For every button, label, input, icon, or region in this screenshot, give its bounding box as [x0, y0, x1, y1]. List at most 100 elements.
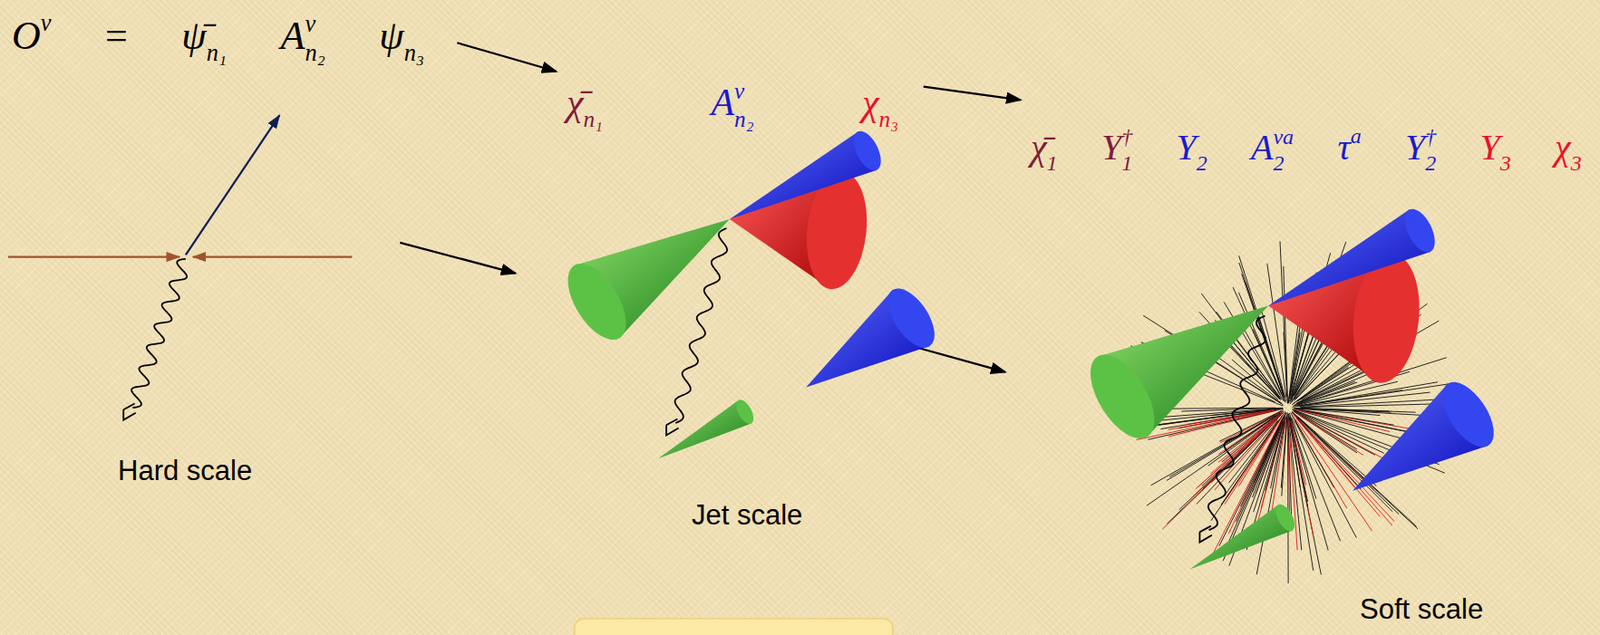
formula-term: Aνn₂ [710, 74, 754, 134]
math-symbol: A [710, 81, 735, 124]
soft-ray [1300, 372, 1373, 403]
superscript: ν [734, 77, 754, 106]
formula-term: ψ̄n₁ [181, 6, 227, 72]
soft-ray [1294, 421, 1357, 539]
script-stack: νa2 [1272, 124, 1294, 177]
scale-label: Hard scale [117, 455, 253, 488]
formula-term: Aνa2 [1250, 120, 1294, 177]
soft-ray [1298, 416, 1377, 486]
green-jet-mouth [1271, 501, 1300, 534]
soft-ray [1179, 412, 1283, 510]
soft-gluon-ray [1295, 409, 1390, 432]
superscript: † [1425, 124, 1436, 151]
soft-ray [1252, 418, 1284, 493]
formula-term: χ̄n₁ [566, 74, 603, 136]
soft-gluon-ray [1185, 409, 1275, 425]
formula-term: ψn₃ [378, 6, 425, 72]
blue-jet-mouth [878, 281, 944, 356]
math-symbol: χ̄ [566, 81, 583, 124]
outgoing-quark [185, 115, 281, 255]
soft-ray [1261, 310, 1287, 402]
math-symbol: = [105, 13, 128, 59]
soft-ray [1299, 383, 1453, 407]
math-symbol: Y [1405, 126, 1426, 168]
soft-gluon-ray [1290, 422, 1306, 485]
green-jet-mouth [1077, 344, 1168, 450]
subscript: 2 [1272, 150, 1294, 177]
subscript: 2 [1425, 150, 1436, 177]
step-arrow [923, 87, 1021, 101]
math-symbol: χ̄ [1030, 126, 1048, 168]
gluon-end [123, 404, 136, 421]
step-arrow [456, 42, 556, 72]
gluon-end [666, 418, 679, 436]
scale-label: Jet scale [691, 499, 803, 533]
math-symbol: ψ̄ [181, 13, 206, 59]
soft-ray [1290, 413, 1335, 488]
math-symbol: A [1250, 126, 1273, 168]
soft-ray [1296, 409, 1395, 427]
gluon-end [1199, 526, 1213, 544]
jet-scale-picture [555, 126, 944, 459]
soft-ray [1290, 422, 1309, 508]
script-stack: νn₂ [734, 77, 754, 133]
green-jet-mouth [732, 397, 757, 427]
formula: χ̄n₁Aνn₂χn₃ [566, 74, 899, 136]
subscript: 1 [1047, 151, 1058, 175]
soft-ray [1303, 410, 1412, 433]
footer-tab [574, 619, 893, 635]
green-jet-mouth [555, 253, 638, 350]
formula: Oν = ψ̄n₁ Aνn₂ ψn₃ [11, 5, 425, 72]
soft-ray [1229, 343, 1279, 398]
soft-ray [1292, 410, 1384, 454]
gluon-line [675, 228, 728, 424]
math-symbol: Y [1175, 126, 1196, 168]
formula: χ̄1Y†1Y2Aνa2τaY†2Y3χ3 [1030, 119, 1582, 180]
soft-ray [1160, 409, 1276, 429]
formula-term: Y†2 [1405, 120, 1436, 177]
math-symbol: χ [1554, 126, 1571, 168]
script-stack: †1 [1121, 124, 1133, 177]
gluon-line [131, 259, 187, 408]
gluon-line [1208, 316, 1266, 531]
formula-term: χ3 [1554, 120, 1582, 180]
superscript: † [1121, 124, 1133, 151]
soft-gluon-ray [1197, 416, 1278, 488]
formula-term: τa [1337, 119, 1361, 175]
math-symbol: Y [1101, 126, 1122, 168]
math-symbol: ψ [378, 13, 404, 59]
formula-term: Aνn₂ [281, 6, 326, 68]
superscript: ν [304, 9, 325, 39]
subscript: n₁ [582, 106, 602, 132]
step-arrow [399, 242, 515, 274]
formula-term: Y3 [1480, 120, 1512, 180]
blue-jet-mouth [848, 126, 887, 175]
subscript: 1 [1121, 150, 1133, 177]
soft-ray [1219, 410, 1283, 443]
soft-ray [1280, 241, 1288, 404]
scale-label: Soft scale [1359, 593, 1484, 627]
math-symbol: Y [1480, 126, 1501, 168]
subscript: 3 [1500, 151, 1512, 175]
incoming-beam [193, 255, 353, 258]
soft-ray [1301, 399, 1445, 408]
soft-ray [1257, 310, 1285, 397]
soft-ray [1294, 411, 1376, 456]
soft-ray [1267, 263, 1287, 398]
formula-term: Y†1 [1101, 120, 1133, 177]
formula-term: χ̄1 [1030, 120, 1058, 180]
soft-ray [1253, 419, 1282, 483]
soft-scale-picture [1077, 204, 1505, 571]
soft-gluon-ray [1168, 410, 1275, 431]
math-symbol: A [281, 13, 306, 59]
blue-jet-mouth [1398, 204, 1442, 258]
subscript: n₃ [879, 106, 899, 132]
formula-term: Oν [11, 5, 52, 67]
blue-jet-mouth [1432, 373, 1504, 456]
subscript: n₂ [304, 38, 325, 68]
soft-ray [1289, 417, 1322, 576]
formula-term: = [105, 6, 128, 67]
superscript: a [1350, 124, 1362, 148]
math-symbol: τ [1337, 126, 1350, 168]
subscript: n₁ [206, 38, 227, 67]
